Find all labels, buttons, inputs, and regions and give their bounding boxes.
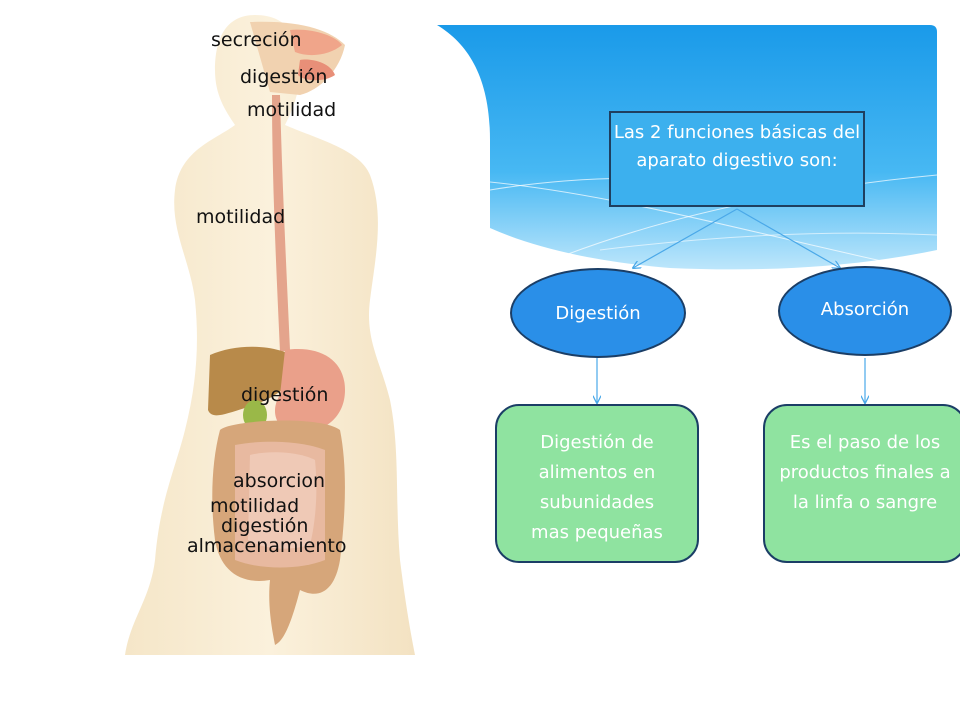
description-digestion-box: Digestión de alimentos en subunidades ma… bbox=[495, 404, 699, 563]
node-digestion: Digestión bbox=[510, 268, 686, 358]
anatomy-label-motilidad-throat: motilidad bbox=[247, 99, 337, 121]
anatomy-label-absorcion: absorcion bbox=[233, 470, 326, 492]
anatomy-label-digestion-intestine: digestión bbox=[221, 515, 309, 537]
anatomy-label-digestion-stomach: digestión bbox=[241, 384, 329, 406]
digestive-system-illustration bbox=[125, 15, 415, 655]
anatomy-label-motilidad-esophagus: motilidad bbox=[196, 206, 286, 228]
anatomy-label-almacenamiento: almacenamiento bbox=[187, 535, 347, 557]
anatomy-label-digestion-mouth: digestión bbox=[240, 66, 328, 88]
description-absorcion: Es el paso de los productos finales a la… bbox=[779, 432, 951, 513]
connector-title-to-absorcion bbox=[736, 208, 840, 268]
node-absorcion-label: Absorción bbox=[820, 298, 910, 320]
anatomy-label-motilidad-intestine: motilidad bbox=[210, 495, 300, 517]
description-absorcion-box: Es el paso de los productos finales a la… bbox=[763, 404, 960, 563]
diagram-title-box: Las 2 funciones básicas del aparato dige… bbox=[609, 111, 865, 207]
description-digestion: Digestión de alimentos en subunidades ma… bbox=[531, 432, 663, 543]
connector-title-to-digestion bbox=[633, 208, 738, 268]
diagram-title: Las 2 funciones básicas del aparato dige… bbox=[613, 122, 861, 171]
node-digestion-label: Digestión bbox=[555, 302, 641, 324]
node-absorcion: Absorción bbox=[778, 266, 952, 356]
anatomy-label-secrecion: secreción bbox=[211, 29, 302, 51]
